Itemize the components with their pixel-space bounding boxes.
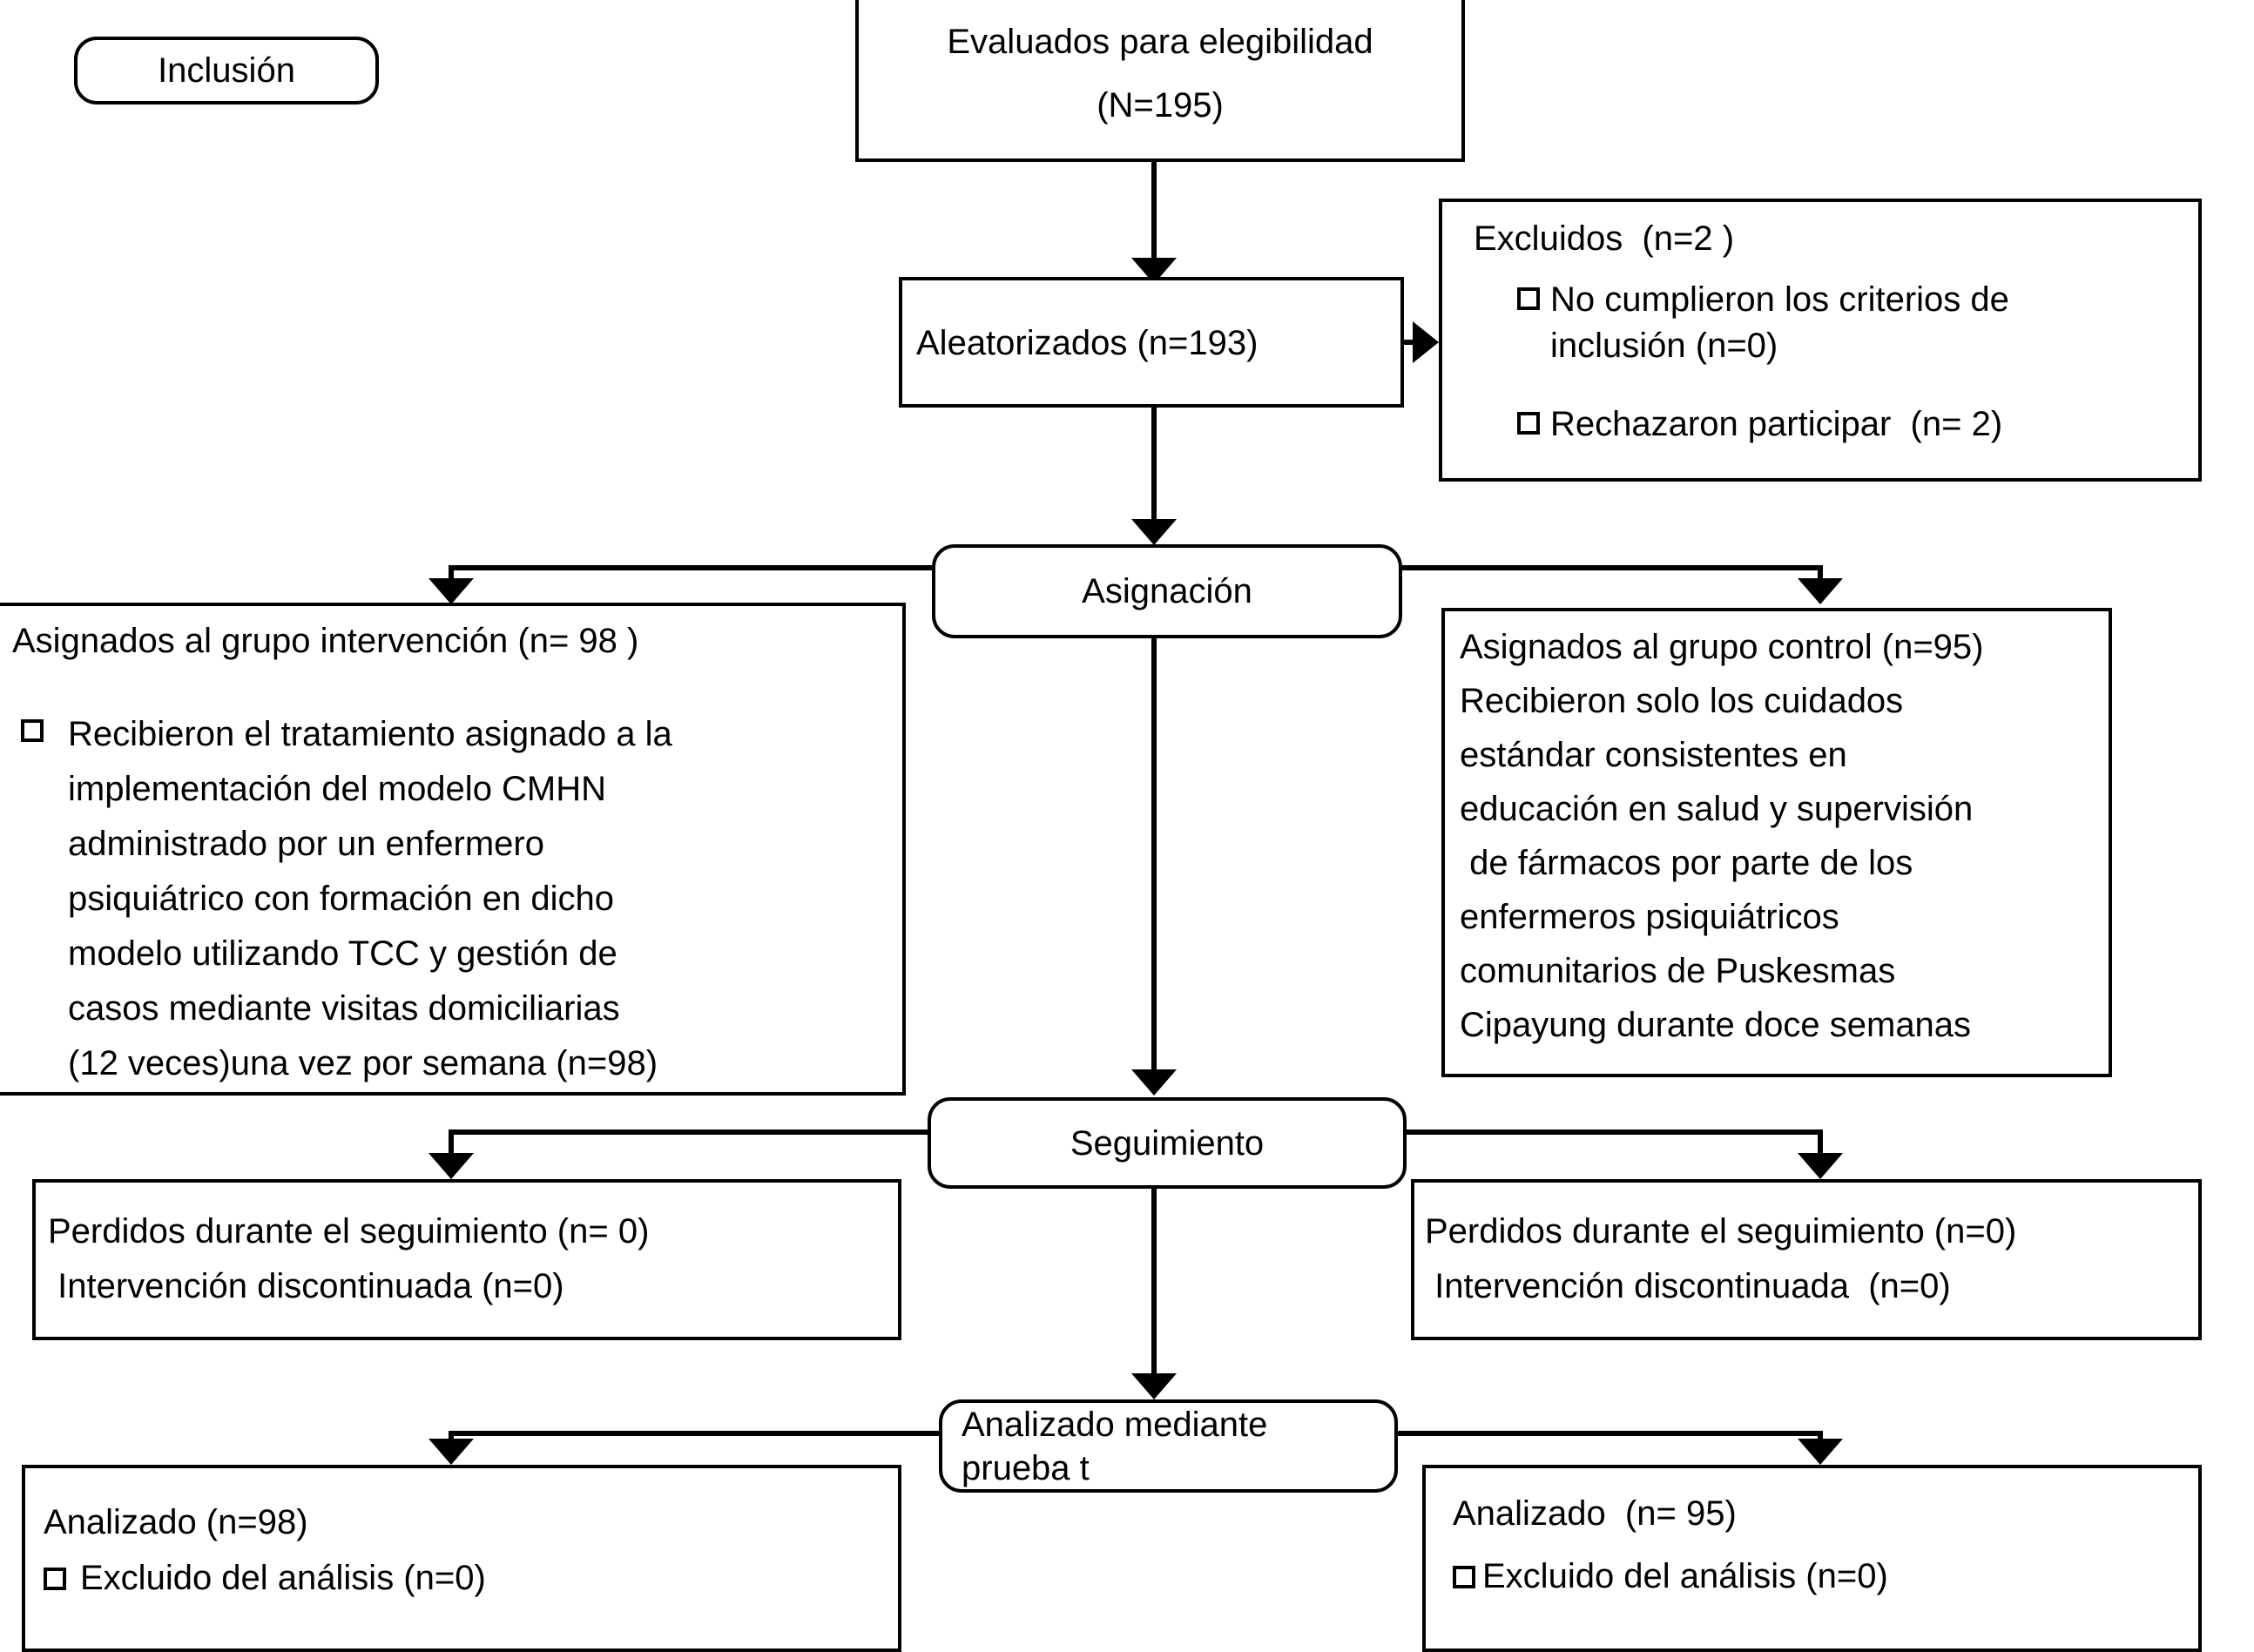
node-excluded-heading: Excluidos (n=2 ) — [1474, 219, 1735, 258]
node-enrollment-line1: Evaluados para elegibilidad — [947, 23, 1373, 61]
node-intervention-followup-line2: Intervención discontinuada (n=0) — [48, 1267, 564, 1305]
node-randomized-label: Aleatorizados (n=193) — [916, 324, 1259, 362]
node-control-analysis — [1422, 1465, 2202, 1652]
stage-seguimiento-text: Seguimiento — [1070, 1123, 1265, 1163]
node-intervention-analysis — [22, 1465, 901, 1652]
node-excluded-item-1: Rechazaron participar (n= 2) — [1550, 405, 2003, 443]
stage-analisis-text: Analizado mediante prueba t — [962, 1405, 1268, 1487]
node-enrollment-line2: (N=195) — [1097, 86, 1224, 125]
checkbox-icon — [21, 719, 44, 742]
checkbox-icon — [1453, 1566, 1475, 1588]
node-intervention-allocation-item-0: Recibieron el tratamiento asignado a la … — [68, 715, 672, 1082]
stage-asignacion-text: Asignación — [1082, 572, 1252, 610]
node-intervention-followup-line1: Perdidos durante el seguimiento (n= 0) — [48, 1212, 650, 1251]
node-randomized — [899, 277, 1404, 408]
stage-label-inclusion: Inclusión — [74, 37, 379, 105]
node-excluded — [1439, 199, 2202, 482]
node-enrollment — [855, 0, 1465, 162]
node-control-analysis-line1: Analizado (n= 95) — [1453, 1494, 1737, 1533]
node-control-allocation-body: Asignados al grupo control (n=95) Recibi… — [1460, 628, 1984, 1044]
checkbox-icon — [44, 1568, 66, 1590]
node-control-allocation — [1441, 608, 2112, 1077]
node-intervention-allocation-heading: Asignados al grupo intervención (n= 98 ) — [12, 622, 639, 660]
node-control-followup — [1411, 1179, 2202, 1340]
stage-label-seguimiento: Seguimiento — [928, 1097, 1407, 1189]
stage-label-analisis: Analizado mediante prueba t — [939, 1399, 1398, 1493]
node-intervention-analysis-item: Excluido del análisis (n=0) — [80, 1559, 486, 1597]
node-excluded-item-0: No cumplieron los criterios de inclusión… — [1550, 280, 2009, 365]
node-intervention-analysis-line1: Analizado (n=98) — [44, 1503, 308, 1541]
node-control-followup-line1: Perdidos durante el seguimiento (n=0) — [1425, 1212, 2017, 1251]
checkbox-icon — [1517, 287, 1540, 310]
stage-inclusion-text: Inclusión — [158, 51, 295, 90]
node-intervention-followup — [32, 1179, 901, 1340]
node-control-followup-line2: Intervención discontinuada (n=0) — [1425, 1267, 1951, 1305]
checkbox-icon — [1517, 412, 1540, 435]
node-intervention-allocation — [0, 603, 906, 1096]
node-control-analysis-item: Excluido del análisis (n=0) — [1482, 1557, 1888, 1595]
stage-label-asignacion: Asignación — [932, 544, 1402, 638]
